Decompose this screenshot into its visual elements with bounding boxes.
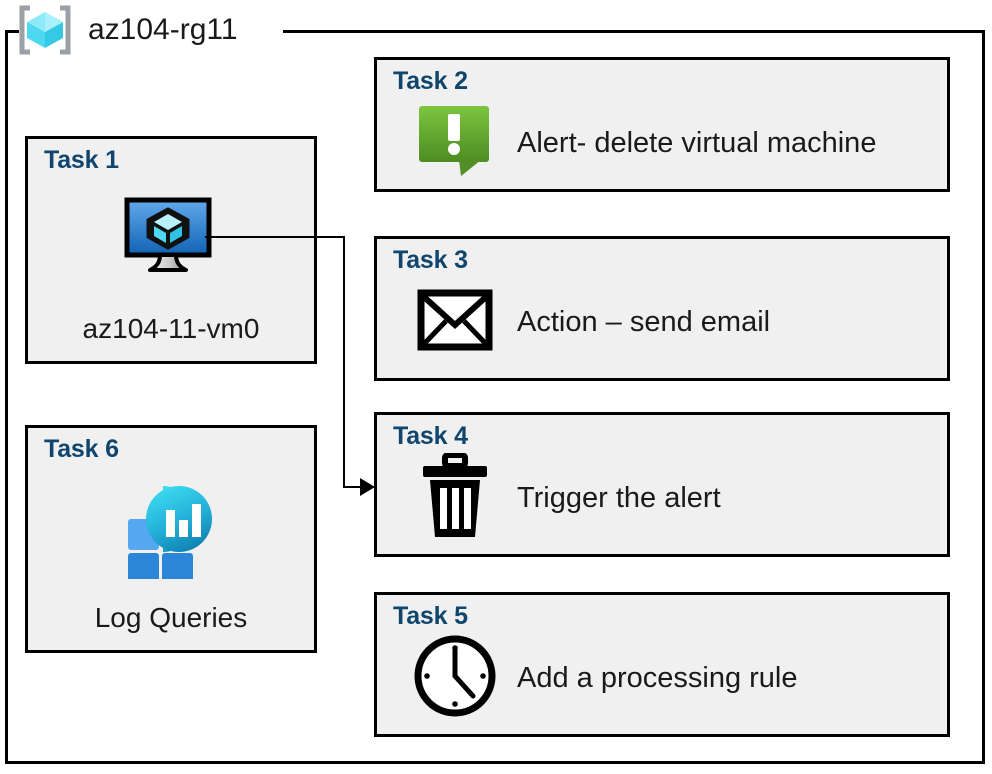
task1-icon-wrap (28, 195, 314, 285)
task6-icon-wrap (28, 484, 314, 584)
task6-label: Log Queries (94, 602, 248, 633)
connector-segment-horizontal-bottom (343, 486, 367, 488)
resource-group-frame-right (982, 30, 985, 764)
task1-label: az104-11-vm0 (82, 313, 260, 344)
task3-label: Action – send email (517, 305, 771, 338)
task2-label: Alert- delete virtual machine (517, 126, 877, 159)
task4-row: Trigger the alert (411, 451, 937, 537)
resource-group-frame-top-right (283, 30, 985, 33)
task3-row: Action – send email (411, 283, 937, 361)
task1-title: Task 1 (44, 146, 119, 174)
task1-card[interactable]: Task 1 (25, 136, 317, 364)
clock-icon (412, 633, 498, 724)
arrowhead-right-icon (360, 478, 375, 496)
trash-can-icon (419, 451, 491, 544)
task6-card[interactable]: Task 6 (25, 425, 317, 653)
task3-title: Task 3 (393, 246, 468, 274)
task5-icon-wrap (411, 635, 499, 717)
task6-title: Task 6 (44, 435, 119, 463)
task4-label: Trigger the alert (517, 481, 721, 514)
task3-card[interactable]: Task 3 Action – send email (374, 236, 950, 381)
resource-group-frame-top-left (5, 30, 19, 33)
resource-group-frame-bottom (5, 761, 985, 764)
alert-callout-icon (417, 104, 493, 183)
log-analytics-icon (116, 474, 226, 584)
task4-icon-wrap (411, 451, 499, 537)
task4-card[interactable]: Task 4 Trigger the alert (374, 412, 950, 557)
connector-segment-vertical (343, 236, 345, 487)
resource-group-header: az104-rg11 (14, 2, 238, 58)
task5-row: Add a processing rule (411, 635, 937, 717)
task5-label: Add a processing rule (517, 661, 798, 694)
envelope-icon (417, 289, 493, 356)
connector-segment-horizontal-top (205, 236, 345, 238)
task2-title: Task 2 (393, 67, 468, 95)
resource-group-frame-left (5, 30, 8, 764)
task5-card[interactable]: Task 5 Add a processing rule (374, 592, 950, 737)
task2-icon-wrap (411, 104, 499, 182)
azure-resource-group-icon (14, 4, 76, 56)
task3-icon-wrap (411, 283, 499, 361)
virtual-machine-icon (124, 197, 218, 284)
task4-title: Task 4 (393, 422, 468, 450)
task5-title: Task 5 (393, 602, 468, 630)
task2-row: Alert- delete virtual machine (411, 104, 937, 182)
resource-group-name: az104-rg11 (88, 13, 238, 46)
task2-card[interactable]: Task 2 (374, 57, 950, 192)
